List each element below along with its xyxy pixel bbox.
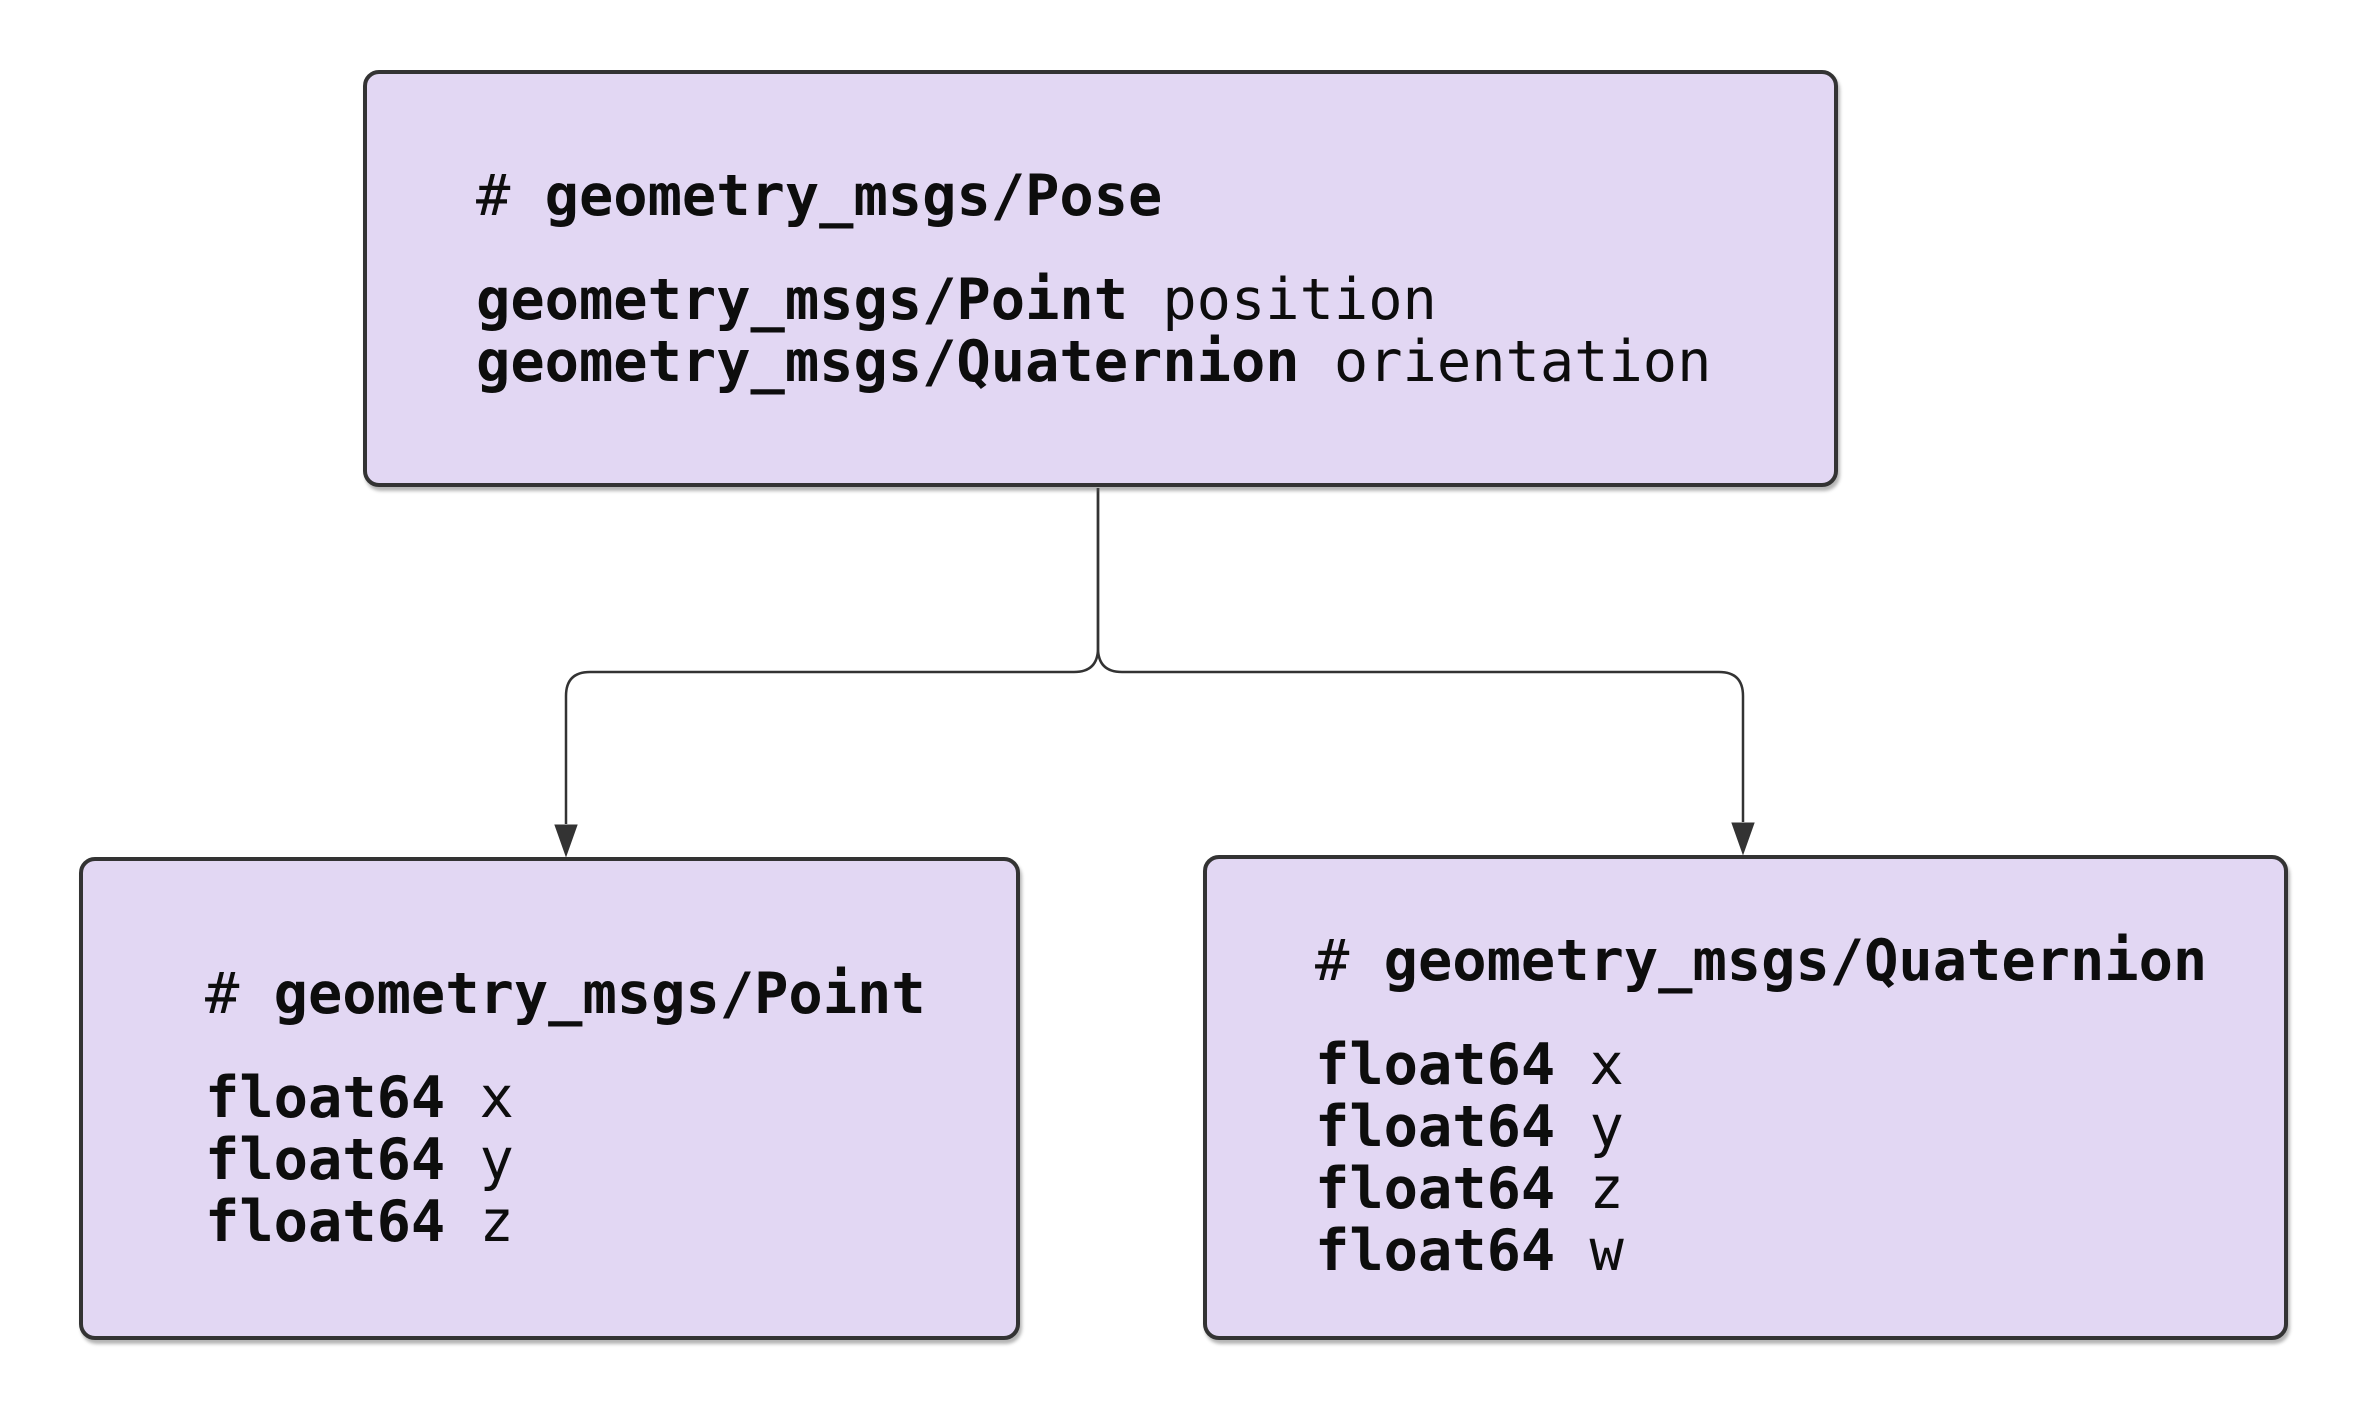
field-type: float64 — [205, 1065, 446, 1131]
field-type: geometry_msgs/Point — [476, 267, 1129, 333]
comment-hash: # — [1315, 928, 1384, 994]
field-type: geometry_msgs/Quaternion — [476, 329, 1300, 395]
field-type: float64 — [205, 1189, 446, 1255]
field-name: z — [1589, 1156, 1624, 1222]
field-type: float64 — [205, 1127, 446, 1193]
comment-hash: # — [205, 961, 274, 1027]
field-line: geometry_msgs/Quaternion orientation — [476, 331, 1711, 393]
node-pose: # geometry_msgs/Pose geometry_msgs/Point… — [363, 70, 1838, 487]
node-title: geometry_msgs/Pose — [544, 163, 1163, 229]
field-name: z — [479, 1189, 514, 1255]
field-line: float64 z — [205, 1191, 514, 1253]
field-line: geometry_msgs/Point position — [476, 269, 1437, 331]
field-line: float64 x — [205, 1067, 514, 1129]
field-type: float64 — [1315, 1094, 1556, 1160]
field-line: float64 y — [1315, 1096, 1624, 1158]
field-type: float64 — [1315, 1218, 1556, 1284]
comment-hash: # — [476, 163, 545, 229]
field-name: w — [1589, 1218, 1624, 1284]
arrowhead-point — [554, 824, 578, 858]
node-pose-title-line: # geometry_msgs/Pose — [476, 165, 1162, 227]
arrowhead-quaternion — [1731, 822, 1755, 856]
node-title: geometry_msgs/Point — [273, 961, 926, 1027]
field-line: float64 w — [1315, 1220, 1624, 1282]
field-type: float64 — [1315, 1032, 1556, 1098]
field-line: float64 z — [1315, 1158, 1624, 1220]
field-name: orientation — [1333, 329, 1712, 395]
field-line: float64 x — [1315, 1034, 1624, 1096]
field-name: position — [1162, 267, 1437, 333]
field-name: x — [1589, 1032, 1624, 1098]
node-quaternion: # geometry_msgs/Quaternion float64 x floa… — [1203, 855, 2288, 1340]
node-title: geometry_msgs/Quaternion — [1383, 928, 2208, 994]
field-line: float64 y — [205, 1129, 514, 1191]
node-quaternion-title-line: # geometry_msgs/Quaternion — [1315, 930, 2207, 992]
edge-pose-to-point — [564, 488, 1100, 824]
node-point-title-line: # geometry_msgs/Point — [205, 963, 926, 1025]
field-name: y — [1589, 1094, 1624, 1160]
field-name: y — [479, 1127, 514, 1193]
edge-pose-to-quaternion — [1096, 488, 1745, 822]
field-type: float64 — [1315, 1156, 1556, 1222]
field-name: x — [479, 1065, 514, 1131]
